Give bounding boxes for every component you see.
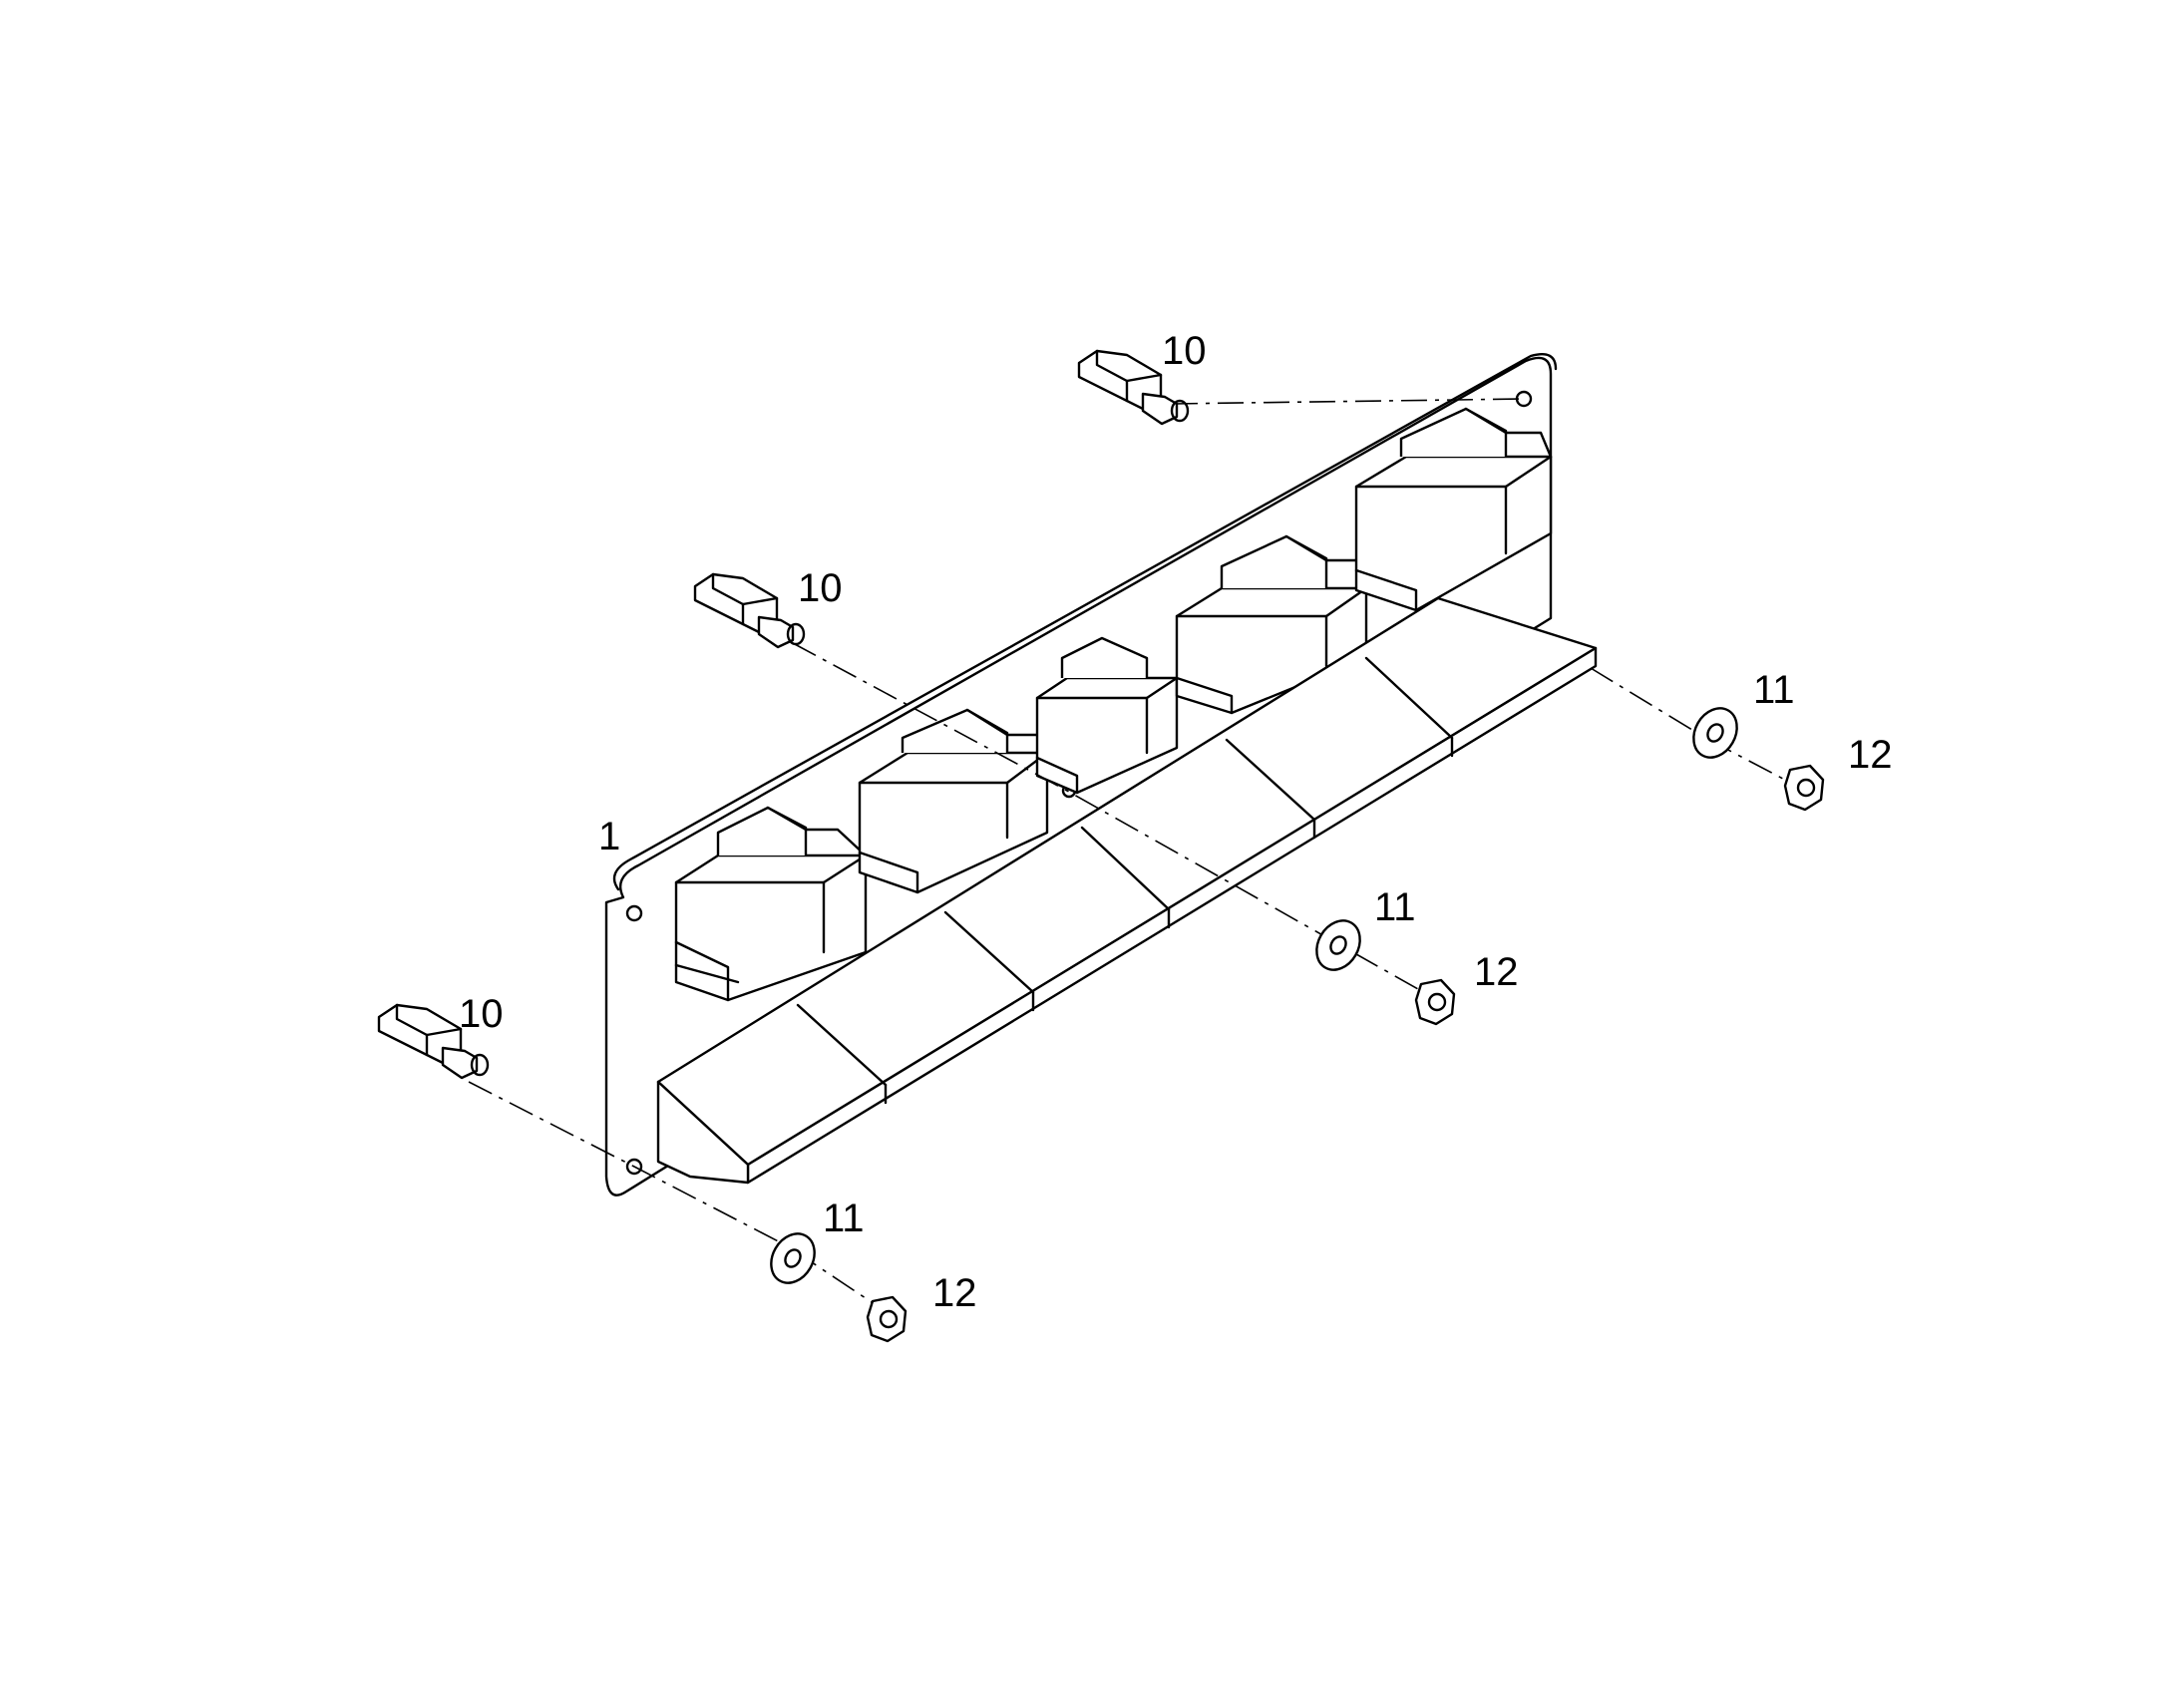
lower-block-row	[656, 596, 1598, 1185]
connector-1	[674, 806, 868, 1002]
nut-middle	[1414, 978, 1456, 1026]
nut-right	[1783, 764, 1825, 812]
washer-right	[1692, 707, 1738, 759]
connector-2	[858, 708, 1049, 894]
washer-left	[770, 1232, 816, 1284]
callout-labels: 1 10 10 10 11 11 11 12 12 12	[459, 329, 1893, 1315]
callout-standoff-middle: 10	[798, 566, 843, 610]
callout-nut-right: 12	[1848, 733, 1893, 777]
callout-nut-middle: 12	[1474, 950, 1519, 994]
connector-4	[1175, 534, 1368, 715]
callout-nut-left: 12	[932, 1271, 977, 1315]
callout-panel: 1	[598, 815, 620, 858]
nut-left	[866, 1295, 908, 1343]
callout-standoff-left: 10	[459, 992, 504, 1036]
connector-5	[1354, 407, 1553, 612]
connector-3	[1035, 636, 1179, 795]
standoff-middle	[693, 572, 806, 649]
standoff-left	[377, 1003, 490, 1080]
callout-washer-left: 11	[823, 1196, 865, 1240]
centre-axes	[468, 398, 1801, 1317]
callout-washer-middle: 11	[1374, 885, 1416, 929]
washer-middle	[1315, 919, 1361, 971]
callout-washer-right: 11	[1753, 668, 1795, 712]
upper-connector-row	[674, 407, 1553, 1002]
callout-standoff-top: 10	[1162, 329, 1207, 373]
standoff-top	[1077, 349, 1190, 426]
